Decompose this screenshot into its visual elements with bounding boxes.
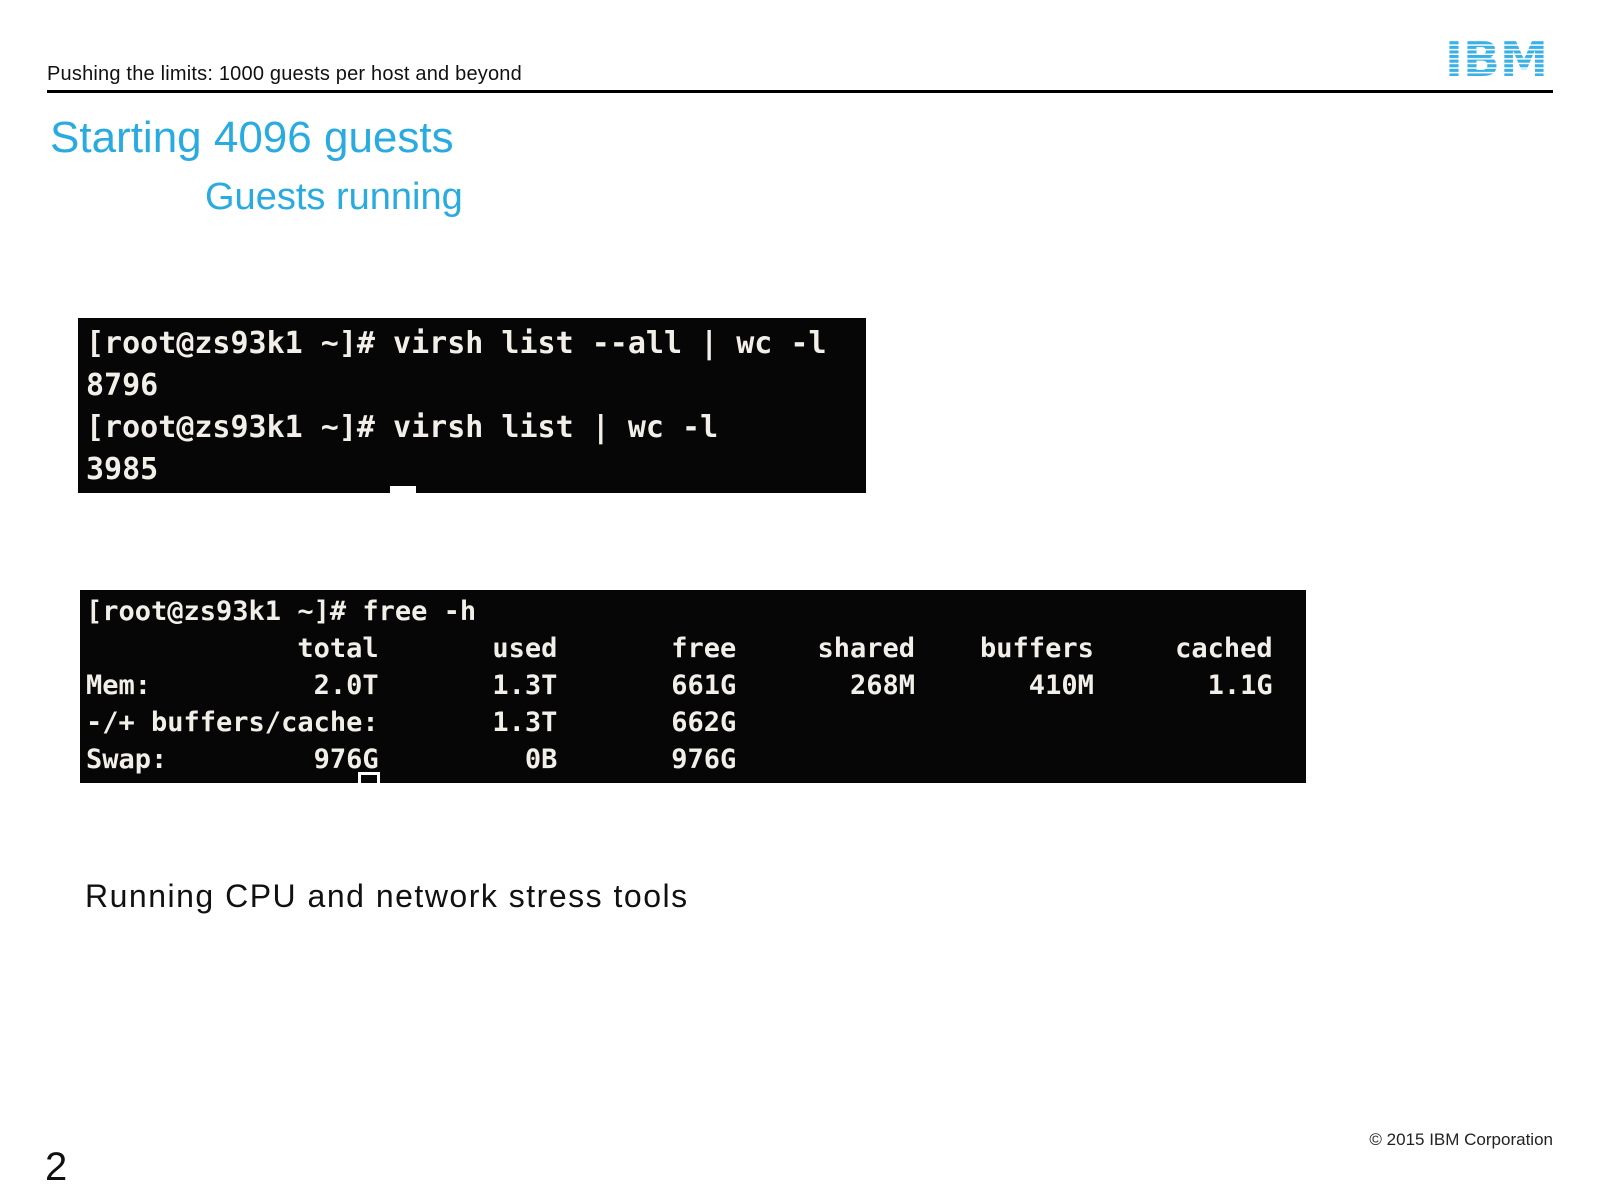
terminal-outline-cursor [358, 772, 380, 794]
page-number: 2 [45, 1145, 68, 1189]
body-text: Running CPU and network stress tools [85, 878, 689, 914]
terminal-line: total used free shared buffers cached [86, 633, 1273, 664]
slide-header-title: Pushing the limits: 1000 guests per host… [47, 63, 522, 85]
terminal-line: [root@zs93k1 ~]# virsh list --all | wc -… [86, 326, 827, 361]
terminal-line: Mem: 2.0T 1.3T 661G 268M 410M 1.1G [86, 670, 1273, 701]
terminal-line: Swap: 976G 0B 976G [86, 744, 737, 775]
terminal-screenshot-virsh-list: [root@zs93k1 ~]# virsh list --all | wc -… [78, 318, 866, 495]
slide-title: Starting 4096 guests [50, 113, 454, 162]
ibm-logo-icon: IBM [1445, 32, 1548, 88]
terminal-screenshot-free-h: [root@zs93k1 ~]# free -h total used free… [80, 590, 1306, 794]
ibm-logo: IBM [1444, 32, 1550, 88]
terminal-block-cursor [390, 486, 416, 495]
terminal-line: 3985 [86, 452, 159, 487]
terminal-line: [root@zs93k1 ~]# virsh list | wc -l [86, 410, 719, 445]
ibm-logo-text: IBM [1445, 32, 1548, 84]
copyright-notice: © 2015 IBM Corporation [1369, 1130, 1553, 1149]
terminal-line: 8796 [86, 368, 159, 403]
terminal-line: -/+ buffers/cache: 1.3T 662G [86, 707, 737, 738]
slide-subtitle: Guests running [205, 176, 463, 218]
header-divider-line [47, 90, 1553, 93]
terminal-line: [root@zs93k1 ~]# free -h [86, 596, 477, 627]
